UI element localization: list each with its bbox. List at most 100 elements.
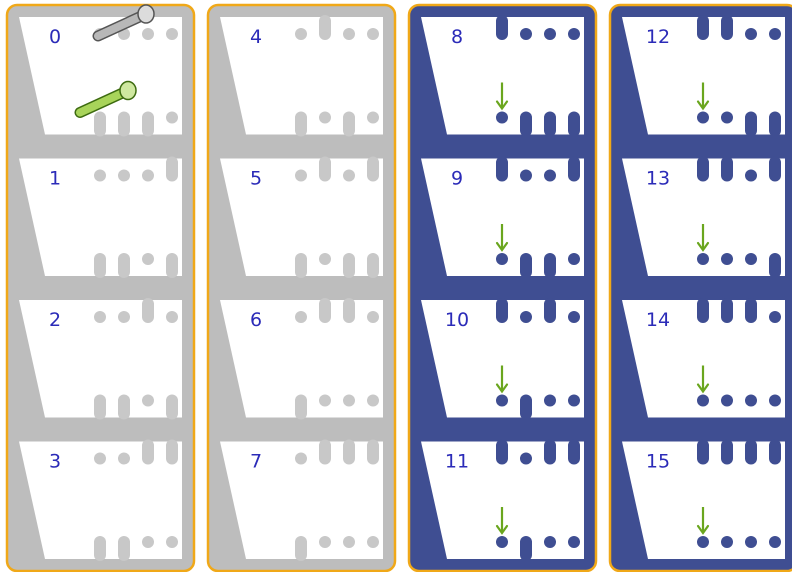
top-slot [697, 15, 709, 40]
top-hole [745, 28, 757, 40]
bottom-hole [319, 112, 331, 124]
top-hole [367, 311, 379, 323]
punch-card-4: 4 [220, 15, 383, 137]
top-hole [769, 28, 781, 40]
punch-card-0: 0 [19, 5, 182, 137]
top-hole [568, 28, 580, 40]
top-slot [721, 440, 733, 465]
card-column-4: 12 13 14 15 [610, 5, 792, 571]
bottom-slot [94, 253, 106, 278]
top-hole [544, 28, 556, 40]
bottom-hole [721, 395, 733, 407]
bottom-slot [769, 112, 781, 137]
top-slot [721, 157, 733, 182]
bottom-hole [496, 253, 508, 265]
card-number: 12 [646, 26, 670, 48]
bottom-hole [568, 395, 580, 407]
bottom-hole [496, 536, 508, 548]
top-hole [118, 170, 130, 182]
bottom-slot [520, 395, 532, 420]
top-hole [367, 28, 379, 40]
top-slot [496, 15, 508, 40]
card-number: 14 [646, 309, 670, 331]
top-hole [520, 311, 532, 323]
top-hole [94, 170, 106, 182]
bottom-hole [166, 536, 178, 548]
top-slot [319, 157, 331, 182]
card-number: 11 [445, 451, 469, 473]
punch-card-12: 12 [622, 15, 785, 137]
bottom-hole [496, 395, 508, 407]
top-slot [745, 440, 757, 465]
top-hole [142, 170, 154, 182]
top-hole [544, 170, 556, 182]
card-number: 0 [49, 26, 61, 48]
bottom-slot [94, 112, 106, 137]
card-number: 13 [646, 168, 670, 190]
top-slot [544, 298, 556, 323]
top-hole [166, 28, 178, 40]
bottom-slot [520, 536, 532, 561]
bottom-hole [166, 112, 178, 124]
bottom-slot [520, 112, 532, 137]
top-hole [118, 311, 130, 323]
top-hole [343, 28, 355, 40]
punch-card-14: 14 [622, 298, 785, 418]
bottom-hole [697, 253, 709, 265]
bottom-hole [142, 395, 154, 407]
top-slot [319, 298, 331, 323]
bottom-slot [142, 112, 154, 137]
top-slot [319, 440, 331, 465]
punch-card-3: 3 [19, 440, 182, 562]
bottom-hole [769, 395, 781, 407]
bottom-slot [295, 253, 307, 278]
punch-card-13: 13 [622, 157, 785, 279]
bottom-slot [166, 253, 178, 278]
top-hole [568, 311, 580, 323]
bottom-hole [367, 395, 379, 407]
top-slot [496, 440, 508, 465]
top-slot [769, 157, 781, 182]
bottom-slot [295, 112, 307, 137]
top-slot [697, 298, 709, 323]
top-hole [295, 28, 307, 40]
bottom-hole [367, 112, 379, 124]
punch-card-2: 2 [19, 298, 182, 420]
top-hole [295, 453, 307, 465]
top-slot [496, 298, 508, 323]
bottom-slot [544, 253, 556, 278]
top-slot [166, 440, 178, 465]
bottom-slot [118, 536, 130, 561]
top-slot [319, 15, 331, 40]
bottom-hole [319, 253, 331, 265]
punch-card-7: 7 [220, 440, 383, 562]
top-slot [568, 440, 580, 465]
top-slot [721, 15, 733, 40]
top-slot [367, 440, 379, 465]
bottom-slot [343, 112, 355, 137]
top-slot [142, 440, 154, 465]
card-number: 4 [250, 26, 262, 48]
bottom-hole [721, 253, 733, 265]
top-hole [745, 170, 757, 182]
bottom-hole [721, 112, 733, 124]
punch-card-9: 9 [421, 157, 584, 279]
bottom-hole [544, 395, 556, 407]
bottom-hole [343, 395, 355, 407]
top-slot [142, 298, 154, 323]
bottom-slot [367, 253, 379, 278]
card-number: 15 [646, 451, 670, 473]
bottom-slot [745, 112, 757, 137]
bottom-hole [697, 112, 709, 124]
bottom-hole [568, 536, 580, 548]
punch-card-15: 15 [622, 440, 785, 560]
top-hole [520, 453, 532, 465]
top-slot [697, 440, 709, 465]
bottom-hole [769, 536, 781, 548]
bottom-slot [94, 536, 106, 561]
bottom-slot [94, 395, 106, 420]
bottom-slot [769, 253, 781, 278]
